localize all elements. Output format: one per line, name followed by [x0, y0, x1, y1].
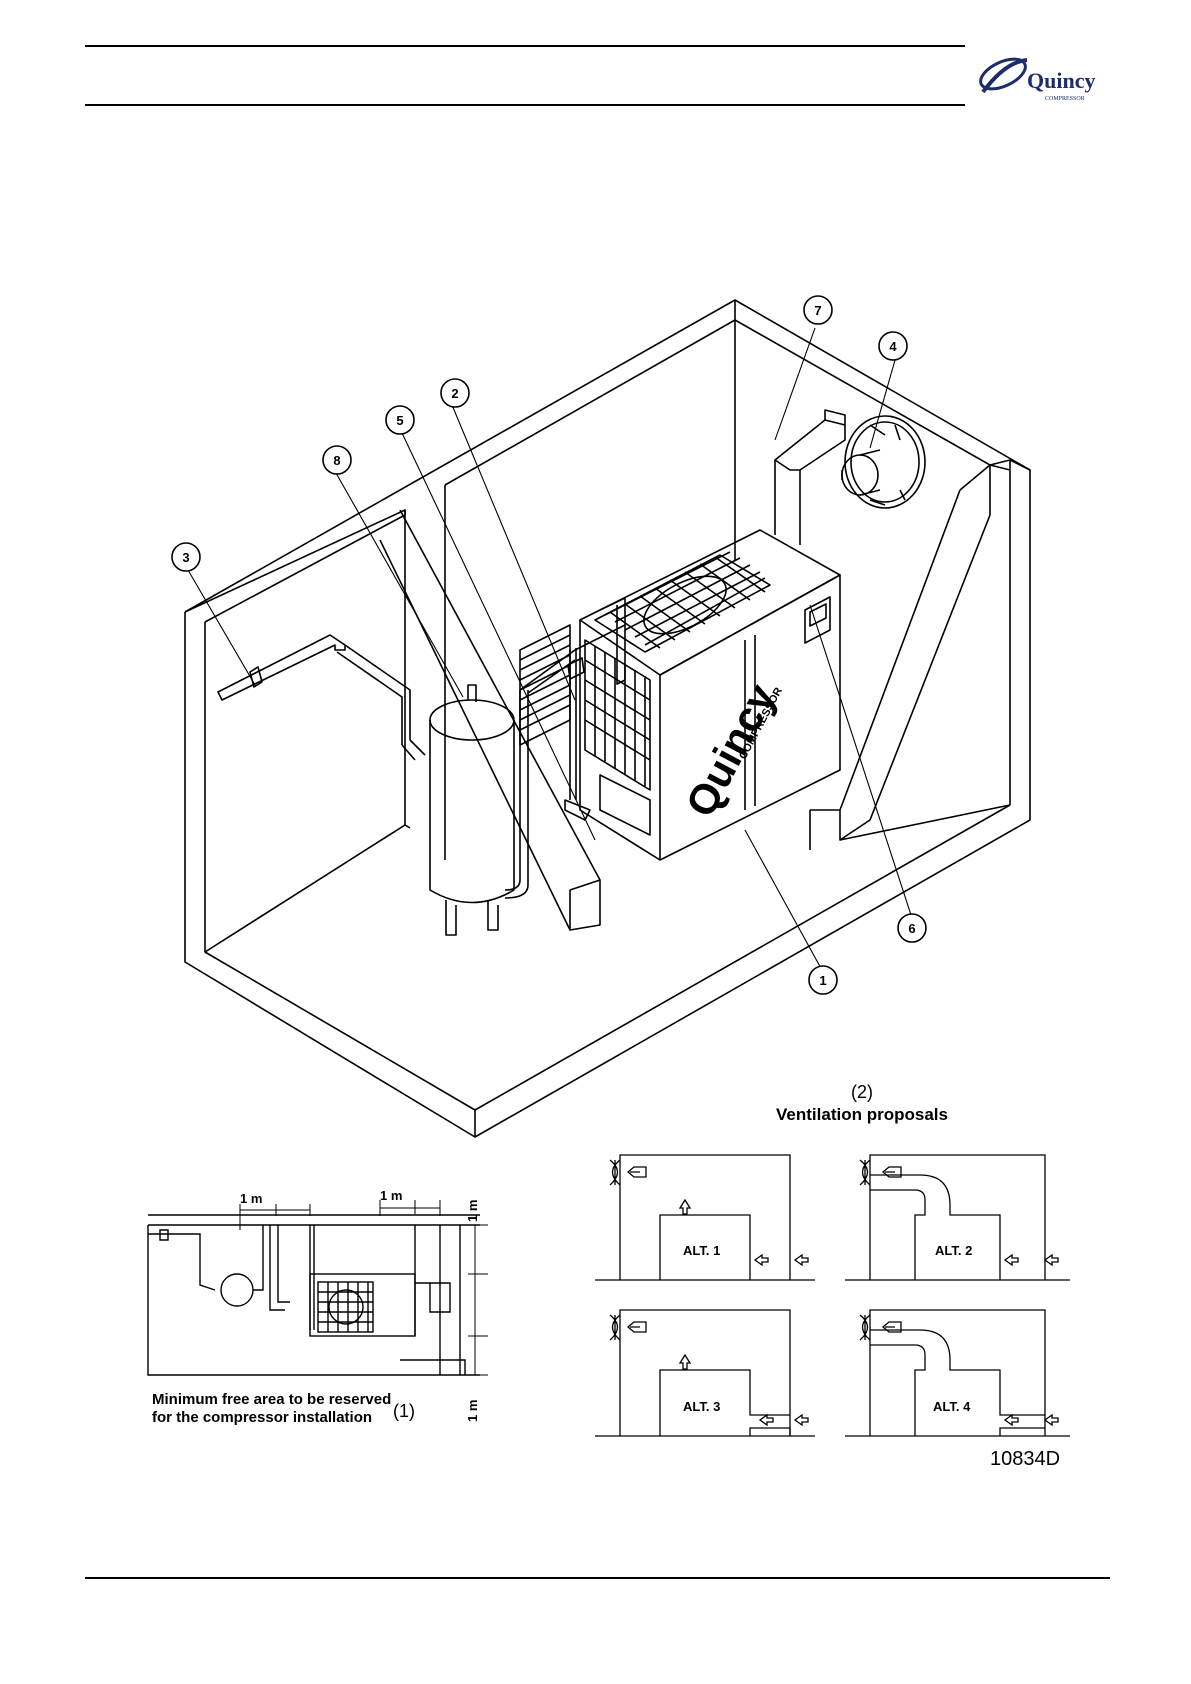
- plan-dim-side-bottom: 1 m: [465, 1400, 480, 1422]
- callout-label-4: 4: [889, 339, 897, 354]
- callout-label-3: 3: [182, 550, 189, 565]
- air-piping: [218, 635, 425, 760]
- plan-caption-line2: for the compressor installation: [152, 1409, 372, 1426]
- plan-view: [148, 1200, 488, 1375]
- alt-1-label: ALT. 1: [683, 1243, 720, 1258]
- alt-2-label: ALT. 2: [935, 1243, 972, 1258]
- alt-4-label: ALT. 4: [933, 1399, 971, 1414]
- exhaust-duct: [775, 410, 845, 545]
- room-walls: [185, 300, 1030, 1137]
- ventilation-diagrams: [595, 1155, 1070, 1436]
- alt-4-diagram: [845, 1310, 1070, 1436]
- callout-label-7: 7: [814, 303, 821, 318]
- callout-label-6: 6: [908, 921, 915, 936]
- plan-caption-line1: Minimum free area to be reserved: [152, 1391, 391, 1408]
- callout-label-2: 2: [451, 386, 458, 401]
- plan-dim-right: 1 m: [380, 1188, 402, 1203]
- ventilation-marker: (2): [851, 1082, 873, 1102]
- callout-label-1: 1: [819, 973, 826, 988]
- wall-fan: [842, 416, 925, 508]
- compressor-unit: Quincy COMPRESSOR: [580, 530, 840, 860]
- plan-dim-left: 1 m: [240, 1191, 262, 1206]
- drawing-code: 10834D: [990, 1448, 1060, 1471]
- alt-3-diagram: [595, 1310, 815, 1436]
- ventilation-title: Ventilation proposals: [776, 1105, 948, 1124]
- callout-label-5: 5: [396, 413, 403, 428]
- callout-label-8: 8: [333, 453, 340, 468]
- alt-1-diagram: [595, 1155, 815, 1280]
- alt-3-label: ALT. 3: [683, 1399, 720, 1414]
- alt-2-diagram: [845, 1155, 1070, 1280]
- plan-marker: (1): [393, 1401, 415, 1421]
- plan-dim-side-top: 1 m: [465, 1200, 480, 1222]
